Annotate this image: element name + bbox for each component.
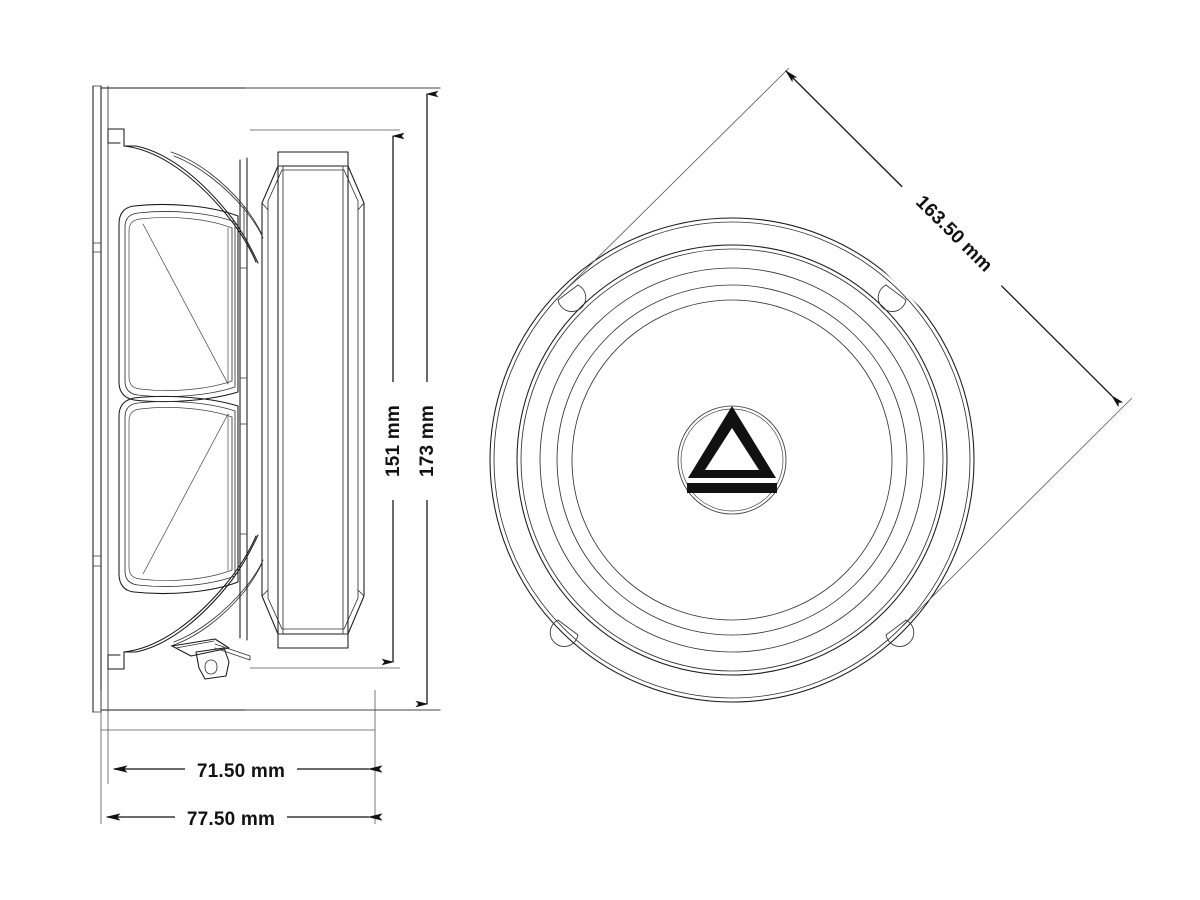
- basket-lower-arm: [107, 534, 264, 670]
- dimension-151mm: 151 mm: [381, 132, 406, 666]
- dimension-extension-lines: [100, 87, 440, 824]
- speaker-outer-rim: [489, 217, 975, 703]
- terminal-connector: [171, 638, 251, 680]
- mounting-tab-bottom-right: [885, 619, 915, 647]
- dimension-173mm: 173 mm: [415, 90, 440, 708]
- dimension-71-50mm: 71.50 mm: [112, 755, 383, 782]
- cone-window-lower: [118, 395, 239, 595]
- speaker-cone-outer-ring: [539, 267, 925, 653]
- front-view: 163.50 mm: [489, 67, 1133, 703]
- mounting-tab-top-right: [877, 284, 907, 312]
- speaker-cone-mid-ring: [556, 284, 908, 636]
- dimension-151mm-label: 151 mm: [383, 405, 404, 477]
- magnet-motor-assembly: [261, 151, 365, 649]
- voice-coil-former: [239, 157, 248, 641]
- dimension-77-50mm-label: 77.50 mm: [187, 809, 275, 830]
- dimension-163-50mm: 163.50 mm: [560, 67, 1133, 627]
- speaker-cone-inner-ring: [571, 299, 893, 621]
- front-flange-plate: [92, 85, 102, 713]
- cone-window-upper: [118, 203, 239, 403]
- dimension-71-50mm-label: 71.50 mm: [197, 761, 285, 782]
- mounting-tab-bottom-left: [549, 619, 579, 647]
- mounting-tab-top-left: [557, 284, 587, 312]
- side-section-view: 151 mm 173 mm 71.50 mm 77.50 mm: [92, 85, 441, 830]
- speaker-surround-ring: [516, 244, 948, 676]
- dimension-77-50mm: 77.50 mm: [105, 803, 383, 830]
- triangle-logo: [687, 406, 777, 493]
- dimension-173mm-label: 173 mm: [417, 405, 438, 477]
